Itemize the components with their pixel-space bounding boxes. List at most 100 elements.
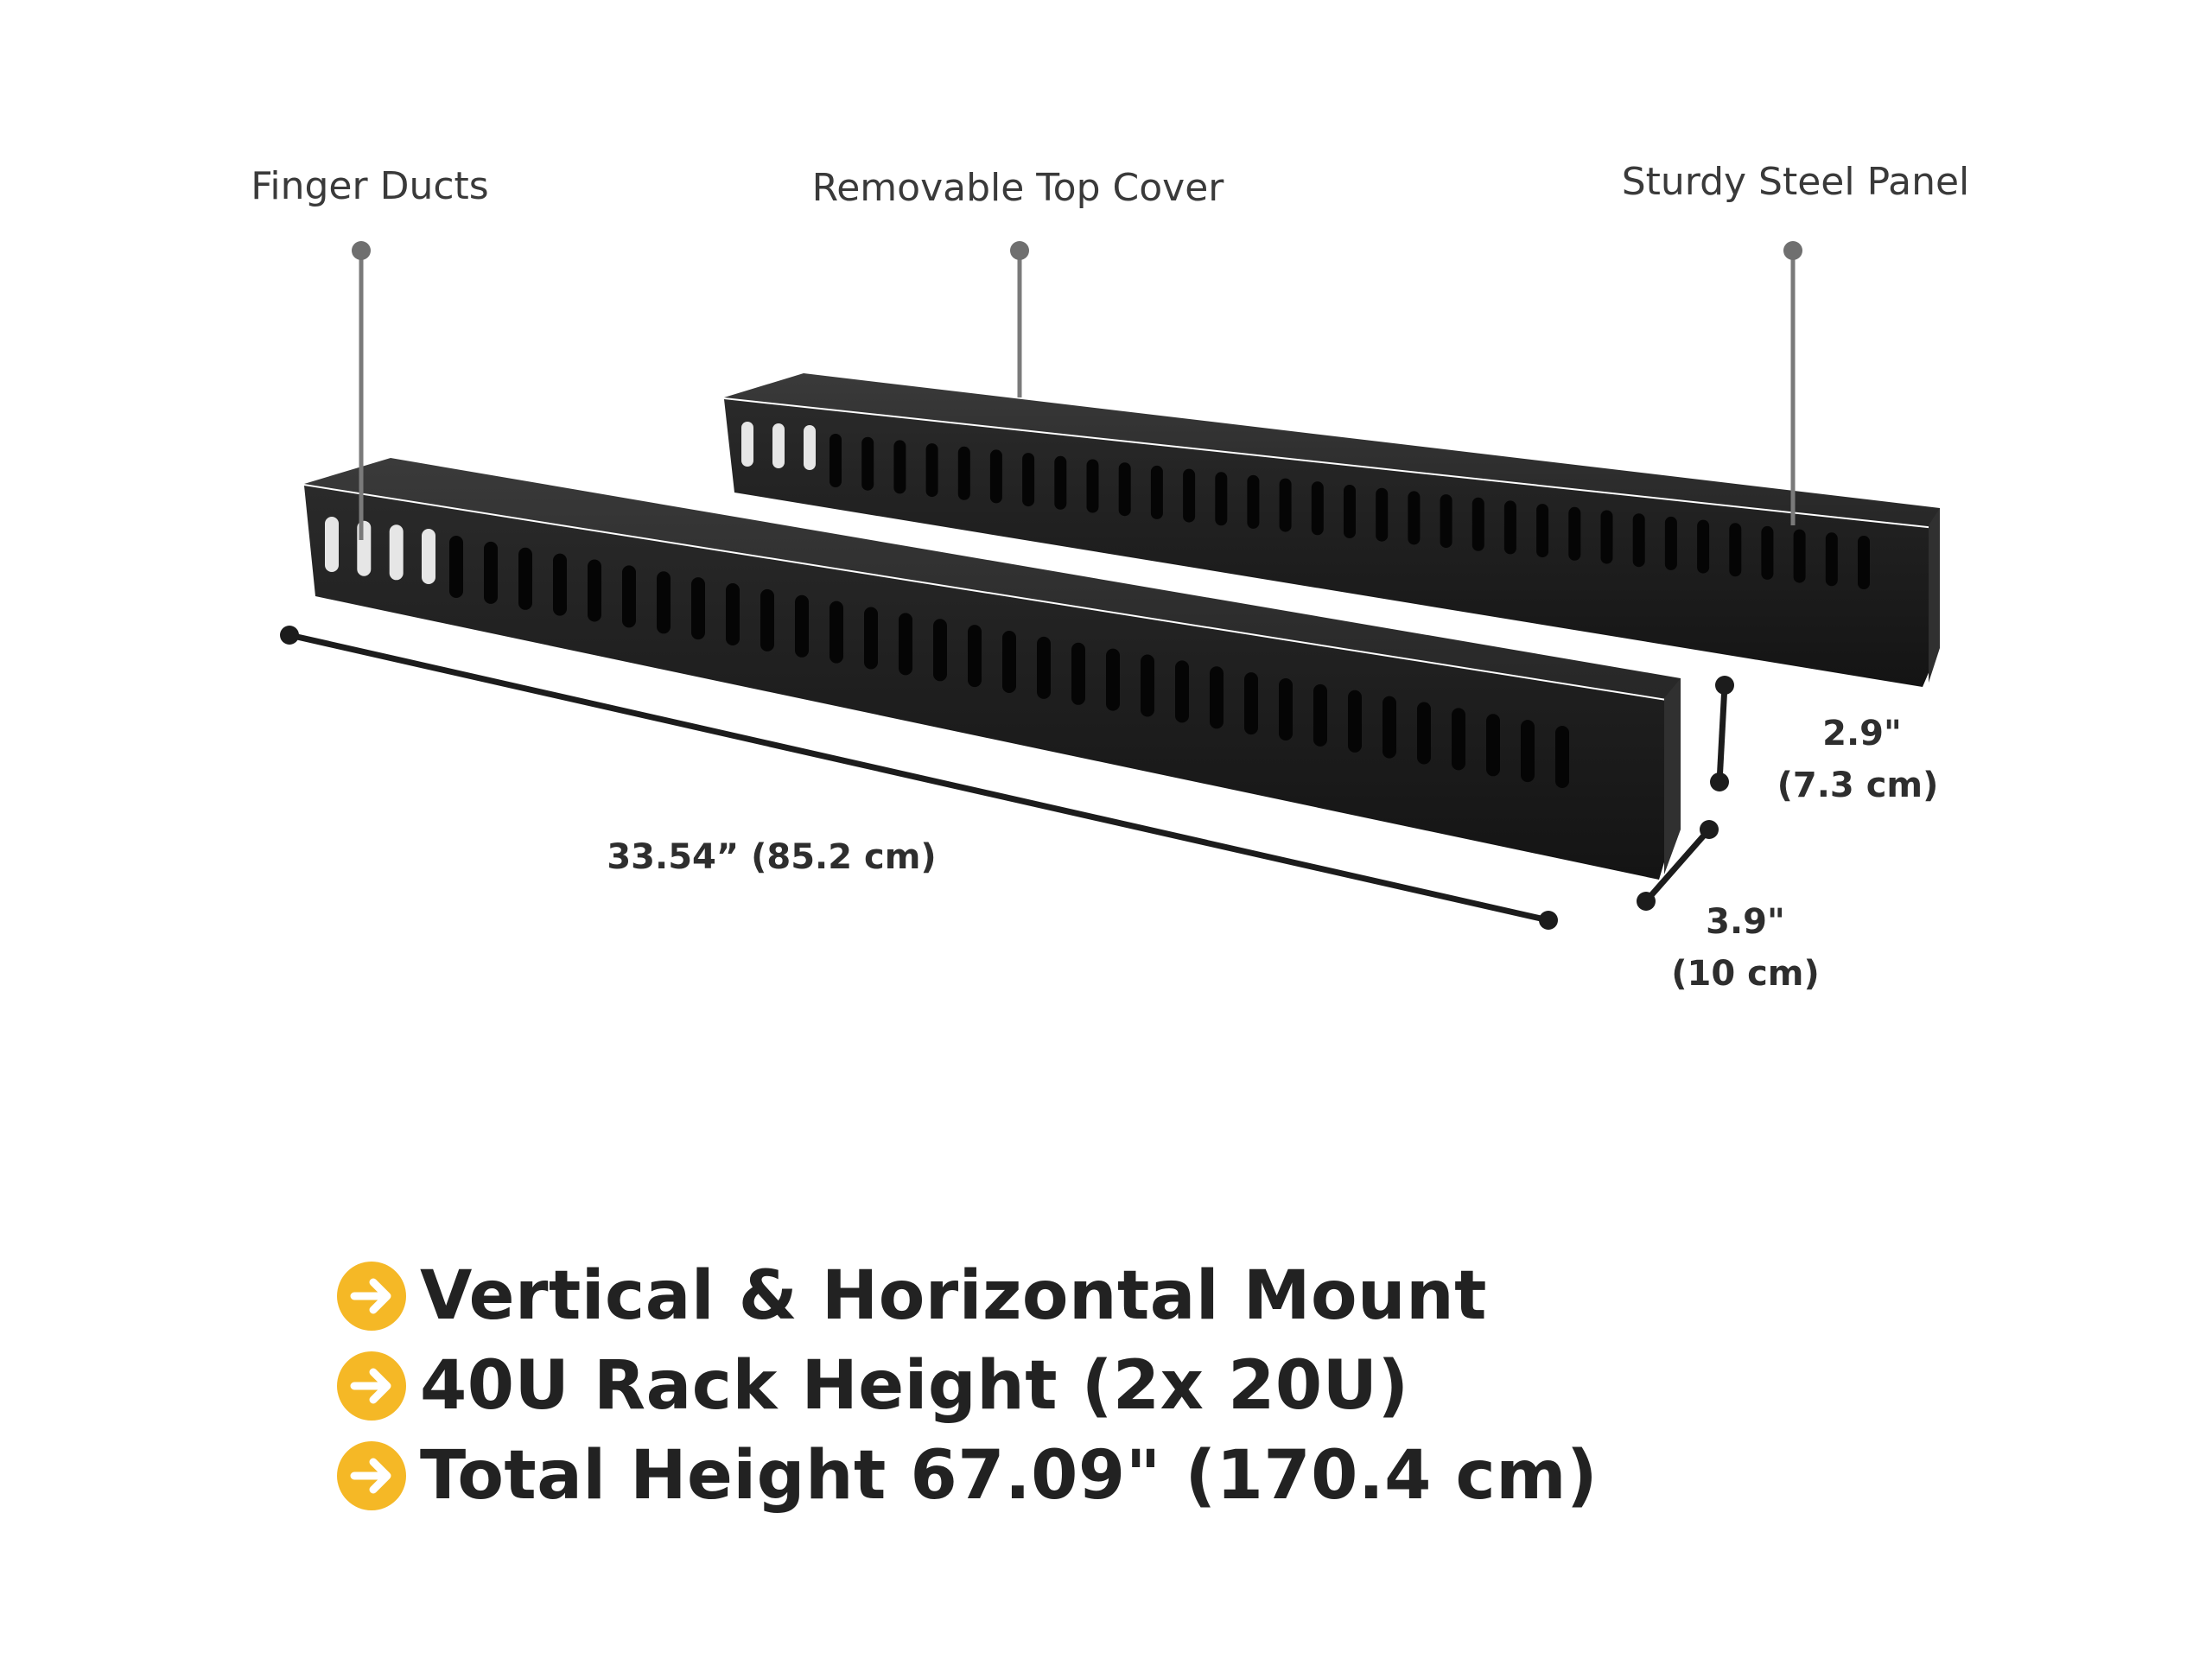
duct-slot <box>1002 631 1016 693</box>
dimension-width-inches: 3.9" <box>1706 902 1785 942</box>
duct-slot <box>804 425 816 470</box>
feature-text: Total Height 67.09" (170.4 cm) <box>420 1437 1599 1515</box>
arrow-right-circle-icon <box>337 1262 406 1331</box>
duct-slot <box>1244 672 1258 735</box>
callout-finger-ducts-label: Finger Ducts <box>251 164 488 208</box>
back-panel-slots <box>830 434 1870 589</box>
duct-slot <box>1141 654 1154 717</box>
feature-text: 40U Rack Height (2x 20U) <box>420 1347 1409 1425</box>
feature-item: 40U Rack Height (2x 20U) <box>335 1341 1598 1431</box>
duct-slot <box>726 583 740 645</box>
duct-slot <box>861 436 874 491</box>
callout-steel-panel-label: Sturdy Steel Panel <box>1622 160 1970 204</box>
duct-slot <box>588 559 601 622</box>
duct-slot <box>899 613 912 676</box>
duct-slot <box>1382 696 1396 759</box>
callout-steel-panel-pin-icon <box>1783 241 1802 260</box>
duct-slot <box>1279 678 1293 741</box>
dimension-width-bottom-dot-icon <box>1637 892 1656 911</box>
duct-slot <box>864 607 878 670</box>
duct-slot <box>1022 453 1035 507</box>
duct-slot <box>1697 519 1710 574</box>
dimension-height-inches: 2.9" <box>1822 714 1902 753</box>
duct-slot <box>657 571 671 634</box>
duct-slot <box>553 553 567 616</box>
duct-slot <box>893 440 906 494</box>
duct-slot <box>1440 494 1452 549</box>
dimension-width-line <box>1643 827 1712 904</box>
duct-slot <box>1858 536 1870 589</box>
duct-slot <box>1106 648 1120 711</box>
arrow-right-circle-icon <box>337 1441 406 1510</box>
dimension-height-bottom-dot-icon <box>1710 772 1729 791</box>
duct-slot <box>1071 642 1085 705</box>
duct-slot <box>691 577 705 640</box>
dimension-height-top-dot-icon <box>1715 676 1734 695</box>
callout-steel-panel: Sturdy Steel Panel <box>1622 160 1970 525</box>
duct-slot <box>1054 455 1067 510</box>
duct-slot <box>1503 500 1516 555</box>
duct-slot <box>933 619 947 682</box>
dimension-height-cm: (7.3 cm) <box>1777 766 1939 805</box>
duct-slot <box>772 423 785 468</box>
front-panel-top-face <box>304 458 1681 707</box>
front-cable-duct-panel <box>304 458 1681 880</box>
duct-slot <box>1175 660 1189 723</box>
duct-slot <box>518 547 532 610</box>
dimension-height: 2.9" (7.3 cm) <box>1710 676 1938 805</box>
duct-slot <box>1150 465 1163 519</box>
duct-slot <box>1344 485 1356 538</box>
duct-slot <box>622 565 636 628</box>
duct-slot <box>1183 468 1196 523</box>
duct-slot <box>1279 478 1292 532</box>
dimension-length-end-dot-icon <box>1539 911 1558 930</box>
back-cable-duct-panel <box>724 373 1940 687</box>
callout-finger-ducts: Finger Ducts <box>251 164 489 540</box>
callout-top-cover: Removable Top Cover <box>812 166 1225 397</box>
duct-slot <box>830 601 843 664</box>
duct-slot <box>1761 525 1774 580</box>
dimension-length: 33.54” (85.2 cm) <box>280 626 1558 930</box>
duct-slot <box>795 594 809 658</box>
dimension-width: 3.9" (10 cm) <box>1637 820 1820 994</box>
duct-slot <box>1311 481 1324 536</box>
arrow-right-circle-icon <box>337 1351 406 1421</box>
duct-slot <box>1452 708 1465 771</box>
front-panel-front-face <box>304 486 1672 880</box>
duct-slot <box>1536 504 1549 558</box>
duct-slot <box>968 625 982 688</box>
duct-slot <box>1215 472 1228 526</box>
duct-slot <box>1664 516 1677 570</box>
dimension-width-top-dot-icon <box>1700 820 1719 839</box>
duct-slot <box>1521 720 1535 783</box>
duct-slot <box>1118 462 1131 517</box>
dimension-length-label: 33.54” (85.2 cm) <box>607 837 936 877</box>
duct-slot <box>1376 487 1389 542</box>
front-panel-end-slots <box>325 517 435 584</box>
duct-slot <box>1471 497 1484 551</box>
duct-slot <box>1486 714 1500 777</box>
duct-slot <box>1313 683 1327 747</box>
duct-slot <box>422 529 435 584</box>
duct-slot <box>1210 666 1224 729</box>
dimension-length-line <box>289 632 1549 924</box>
duct-slot <box>741 422 753 467</box>
dimension-height-line <box>1716 684 1728 783</box>
duct-slot <box>1408 491 1421 545</box>
duct-slot <box>1555 726 1569 788</box>
duct-slot <box>1793 529 1806 583</box>
feature-item: Vertical & Horizontal Mount <box>335 1251 1598 1341</box>
duct-slot <box>1417 702 1431 765</box>
callout-top-cover-pin-icon <box>1010 241 1029 260</box>
duct-slot <box>1825 532 1838 587</box>
feature-list: Vertical & Horizontal Mount 40U Rack Hei… <box>335 1251 1598 1521</box>
front-panel-slots <box>449 536 1569 788</box>
feature-item: Total Height 67.09" (170.4 cm) <box>335 1431 1598 1521</box>
callout-top-cover-label: Removable Top Cover <box>812 166 1225 210</box>
feature-text: Vertical & Horizontal Mount <box>420 1257 1487 1335</box>
back-panel-end-slots <box>741 422 816 470</box>
dimension-width-cm: (10 cm) <box>1671 954 1820 994</box>
duct-slot <box>389 524 404 581</box>
duct-slot <box>1632 513 1645 568</box>
